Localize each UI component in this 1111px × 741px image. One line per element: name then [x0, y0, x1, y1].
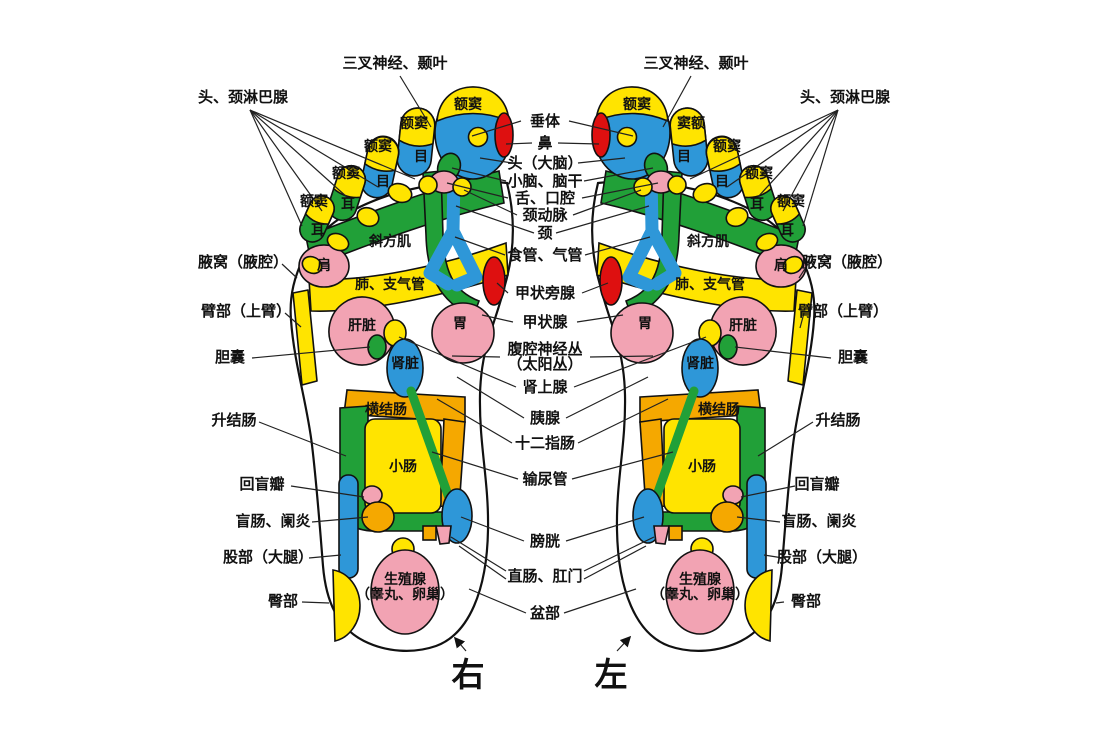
label-cerebellum: 小脑、脑干: [507, 172, 582, 190]
label-axilla-right: 腋窝（腋腔）: [802, 253, 892, 271]
label-left-foot: 左: [595, 655, 628, 694]
zone-shoulder: 肩: [317, 257, 331, 274]
zone-frontal-sinus: 额窦: [400, 115, 428, 132]
label-buttock-left: 臀部: [268, 592, 298, 610]
label-axilla-left: 腋窝（腋腔）: [198, 253, 288, 271]
label-solar-plexus: （太阳丛）: [507, 355, 582, 373]
zone-ear: 耳: [311, 223, 325, 239]
label-right-foot: 右: [452, 655, 485, 694]
label-ureter: 输尿管: [522, 470, 567, 488]
label-celiac-plexus: 腹腔神经丛: [507, 340, 582, 358]
zone-gonads-2: （睾丸、卵巢）: [356, 586, 454, 603]
label-head-lymph-right: 头、颈淋巴腺: [800, 88, 891, 106]
label-ileocecal-left: 回盲瓣: [239, 475, 284, 493]
zone-transverse-colon: 横结肠: [365, 401, 407, 418]
zone-stomach: 胃: [638, 316, 652, 332]
zone-liver: 肝脏: [729, 317, 757, 334]
label-brain: 头（大脑）: [507, 154, 582, 172]
zone-frontal-sinus: 额窦: [364, 138, 392, 155]
label-ascending-colon-right: 升结肠: [815, 411, 860, 429]
zone-frontal-sinus-reversed: 窦额: [677, 115, 705, 132]
zone-trapezius: 斜方肌: [686, 233, 729, 250]
zone-kidney: 肾脏: [686, 355, 714, 372]
label-neck: 颈: [536, 224, 552, 242]
label-gallbladder-left: 胆囊: [215, 348, 246, 366]
zone-frontal-sinus: 额窦: [300, 193, 328, 210]
label-carotid: 颈动脉: [521, 206, 568, 224]
label-thigh-right: 股部（大腿）: [777, 548, 867, 566]
label-nose: 鼻: [537, 134, 552, 152]
zone-frontal-sinus: 额窦: [713, 138, 741, 155]
zone-eye: 目: [715, 174, 729, 190]
label-ascending-colon-left: 升结肠: [211, 411, 256, 429]
label-cecum-left: 盲肠、阑炎: [235, 512, 310, 530]
label-trigeminal-right-foot: 三叉神经、颞叶: [342, 54, 447, 72]
zone-lung: 肺、支气管: [355, 276, 425, 293]
zone-trapezius: 斜方肌: [368, 233, 411, 250]
zone-frontal-sinus: 额窦: [745, 165, 773, 182]
label-cecum-right: 盲肠、阑炎: [781, 512, 856, 530]
zone-gonads-2: （睾丸、卵巢）: [651, 586, 749, 603]
zone-ear: 耳: [341, 197, 355, 213]
label-pituitary: 垂体: [530, 112, 561, 130]
left-foot-zone-labels: 额窦 窦额 额窦 额窦 额窦 目 目 耳 耳 斜方肌 肩 肺、支气管 肝脏 胃 …: [623, 96, 805, 603]
zone-eye: 目: [414, 149, 428, 165]
label-pelvis: 盆部: [529, 604, 560, 622]
zone-stomach: 胃: [453, 316, 467, 332]
label-duodenum: 十二指肠: [515, 434, 575, 452]
right-side-labels: 腋窝（腋腔） 臂部（上臂） 胆囊 升结肠 回盲瓣 盲肠、阑炎 股部（大腿） 臀部: [777, 253, 892, 610]
label-rectum-anus: 直肠、肛门: [507, 567, 582, 585]
zone-ear: 耳: [780, 223, 794, 239]
label-upper-arm-right: 臂部（上臂）: [798, 302, 888, 320]
zone-small-intestine: 小肠: [389, 459, 417, 475]
leader-lines: [249, 75, 839, 652]
right-foot-zone-labels: 额窦 额窦 额窦 额窦 额窦 目 目 耳 耳 斜方肌 肩 肺、支气管 肝脏 胃 …: [300, 96, 482, 603]
zone-gonads-1: 生殖腺: [679, 571, 722, 588]
label-upper-arm-left: 臂部（上臂）: [201, 302, 291, 320]
center-labels: 垂体 鼻 头（大脑） 小脑、脑干 舌、口腔 颈动脉 颈 食管、气管 甲状旁腺 甲…: [507, 112, 582, 622]
label-parathyroid: 甲状旁腺: [515, 284, 576, 302]
zone-kidney: 肾脏: [391, 355, 419, 372]
zone-frontal-sinus: 额窦: [623, 96, 651, 113]
label-head-lymph-left: 头、颈淋巴腺: [198, 88, 289, 106]
zone-transverse-colon: 横结肠: [698, 401, 740, 418]
left-side-labels: 腋窝（腋腔） 臂部（上臂） 胆囊 升结肠 回盲瓣 盲肠、阑炎 股部（大腿） 臀部: [198, 253, 313, 610]
zone-lung: 肺、支气管: [675, 276, 745, 293]
zone-eye: 目: [677, 149, 691, 165]
label-bladder: 膀胱: [530, 532, 560, 550]
zone-frontal-sinus: 额窦: [332, 165, 360, 182]
label-trigeminal-left-foot: 三叉神经、颞叶: [643, 54, 748, 72]
label-ileocecal-right: 回盲瓣: [794, 475, 839, 493]
zone-eye: 目: [376, 174, 390, 190]
zone-shoulder: 肩: [774, 257, 788, 274]
zone-gonads-1: 生殖腺: [384, 571, 427, 588]
zone-small-intestine: 小肠: [688, 459, 716, 475]
label-thyroid: 甲状腺: [522, 313, 568, 331]
zone-ear: 耳: [750, 197, 764, 213]
zone-frontal-sinus: 额窦: [454, 96, 482, 113]
label-tongue-mouth: 舌、口腔: [515, 189, 575, 207]
label-adrenal: 肾上腺: [522, 378, 568, 396]
zone-liver: 肝脏: [348, 317, 376, 334]
zone-frontal-sinus: 额窦: [777, 193, 805, 210]
label-gallbladder-right: 胆囊: [838, 348, 869, 366]
label-esophagus-trachea: 食管、气管: [507, 246, 582, 264]
label-buttock-right: 臀部: [791, 592, 821, 610]
label-pancreas: 胰腺: [530, 409, 561, 427]
label-thigh-left: 股部（大腿）: [223, 548, 313, 566]
